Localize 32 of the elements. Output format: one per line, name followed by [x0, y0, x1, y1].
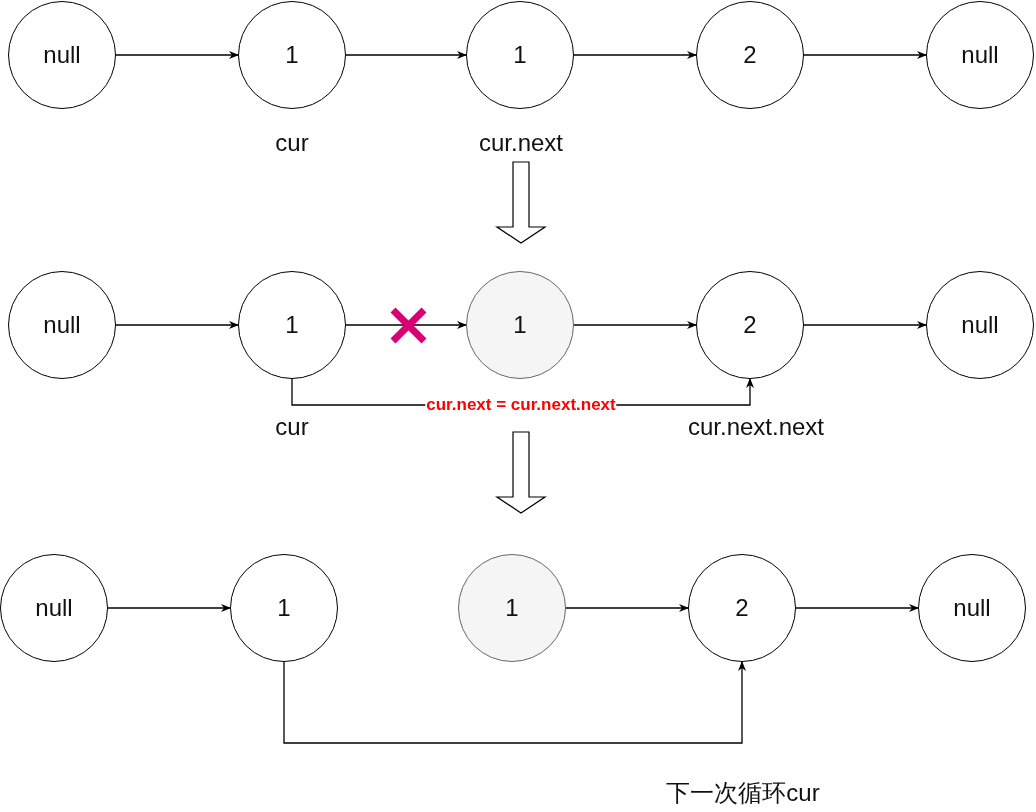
note-text: 下一次循环cur: [666, 778, 820, 808]
list-node-circle: 1: [238, 1, 346, 109]
arrow: [345, 321, 467, 329]
list-node-circle: 1: [466, 271, 574, 379]
arrow: [573, 51, 697, 59]
list-node-circle: 2: [696, 1, 804, 109]
list-node-circle: null: [926, 1, 1034, 109]
arrow: [283, 661, 746, 744]
arrow: [803, 51, 927, 59]
pointer-label: cur: [275, 129, 309, 157]
list-node-circle: null: [926, 271, 1034, 379]
arrow: [107, 604, 231, 612]
arrow: [803, 321, 927, 329]
list-node-circle: 2: [696, 271, 804, 379]
list-node-circle: null: [8, 271, 116, 379]
pointer-label: cur: [275, 413, 309, 441]
list-node-circle: null: [8, 1, 116, 109]
list-node-circle: 2: [688, 554, 796, 662]
arrow: [565, 604, 689, 612]
arrow: [115, 321, 239, 329]
arrow: [573, 321, 697, 329]
pointer-label: cur.next.next: [687, 413, 825, 441]
list-node-circle: 1: [238, 271, 346, 379]
arrow: [795, 604, 919, 612]
arrow: [345, 51, 467, 59]
list-node-circle: 1: [230, 554, 338, 662]
pointer-label: cur.next: [479, 129, 563, 157]
list-node-circle: 1: [466, 1, 574, 109]
list-node-circle: null: [0, 554, 108, 662]
list-node-circle: null: [918, 554, 1026, 662]
list-node-circle: 1: [458, 554, 566, 662]
arrow: [115, 51, 239, 59]
